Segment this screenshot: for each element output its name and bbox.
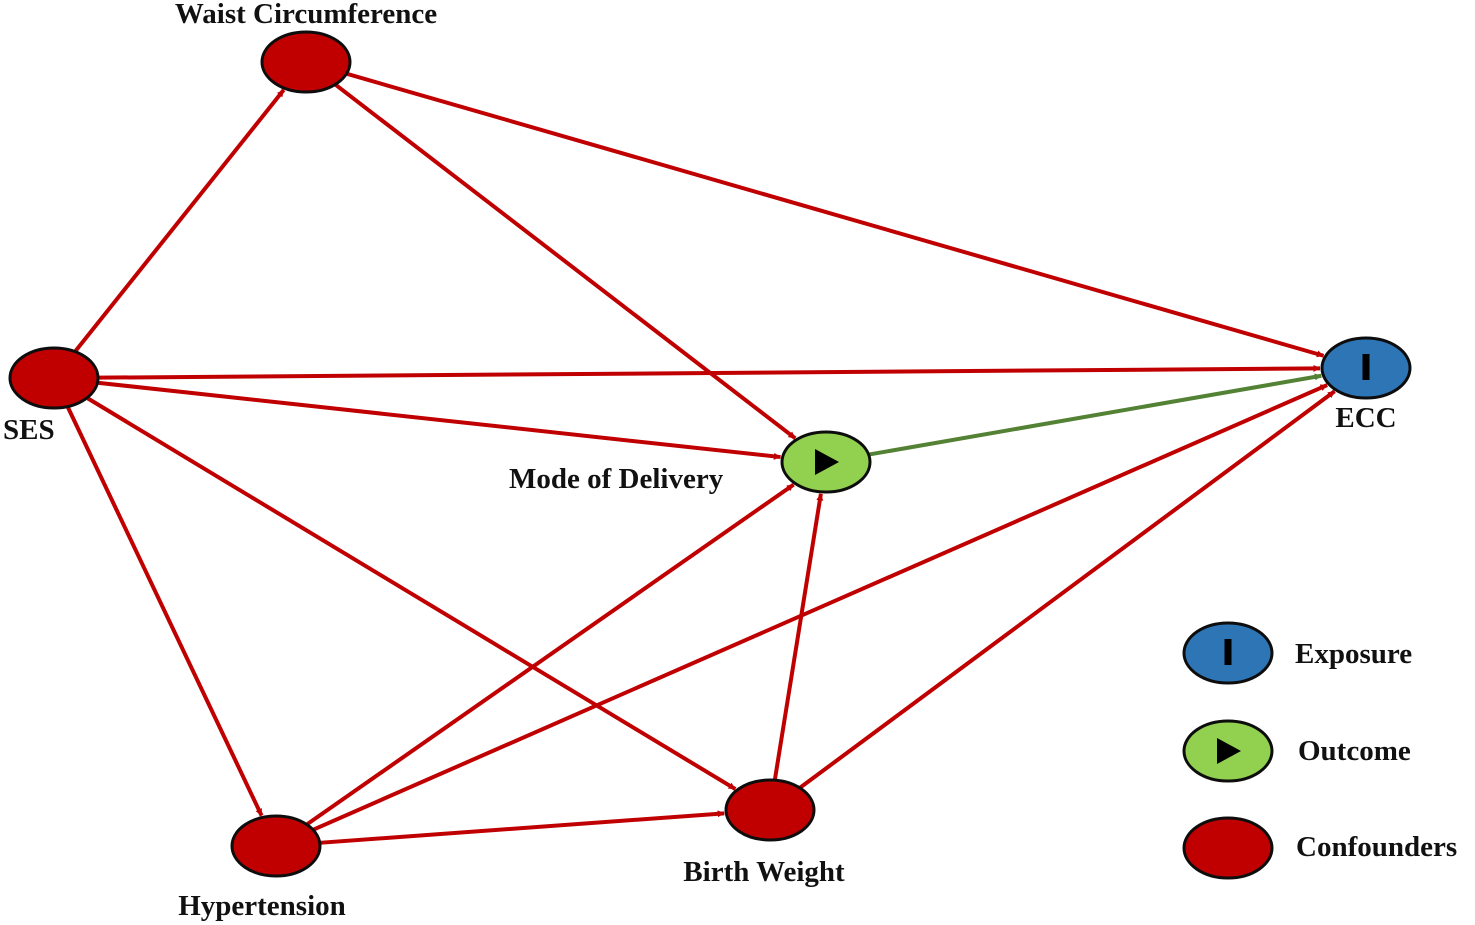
edge-hyper-to-birth	[319, 810, 725, 845]
node-label-ses: SES	[3, 414, 55, 446]
node-birth	[724, 778, 816, 842]
edge-ses-to-hyper	[65, 405, 264, 817]
legend-label-confounders: Confounders	[1296, 831, 1458, 863]
node-waist	[260, 30, 352, 94]
play-triangle-icon	[815, 449, 839, 475]
edge-ses-to-mode	[97, 380, 781, 460]
legend-label-exposure: Exposure	[1295, 638, 1413, 670]
edge-waist-to-ecc	[345, 71, 1325, 358]
nodes-layer	[8, 30, 1412, 878]
node-ses	[8, 346, 100, 410]
edge-birth-to-ecc	[798, 389, 1336, 790]
edge-ses-to-birth	[85, 396, 737, 791]
node-label-waist-circumference: Waist Circumference	[174, 0, 438, 30]
play-triangle-icon	[1217, 738, 1241, 764]
edge-hyper-to-mode	[305, 482, 795, 827]
edge-birth-to-mode	[772, 493, 824, 781]
edge-mode-to-ecc	[868, 373, 1322, 457]
exposure-bar-icon	[1362, 354, 1370, 380]
node-label-hypertension: Hypertension	[178, 890, 346, 922]
node-label-ecc: ECC	[1335, 402, 1397, 434]
edge-waist-to-mode	[333, 82, 797, 440]
exposure-bar-icon	[1224, 639, 1232, 665]
legend-confounders-symbol	[1182, 816, 1274, 880]
edge-hyper-to-ecc	[312, 383, 1328, 832]
node-hyper	[230, 814, 322, 878]
node-label-birth-weight: Birth Weight	[683, 856, 845, 888]
legend	[1182, 621, 1274, 880]
edges-layer	[65, 71, 1336, 845]
legend-label-outcome: Outcome	[1298, 735, 1411, 767]
node-label-mode-of-delivery: Mode of Delivery	[509, 463, 724, 495]
edge-ses-to-waist	[73, 88, 286, 353]
